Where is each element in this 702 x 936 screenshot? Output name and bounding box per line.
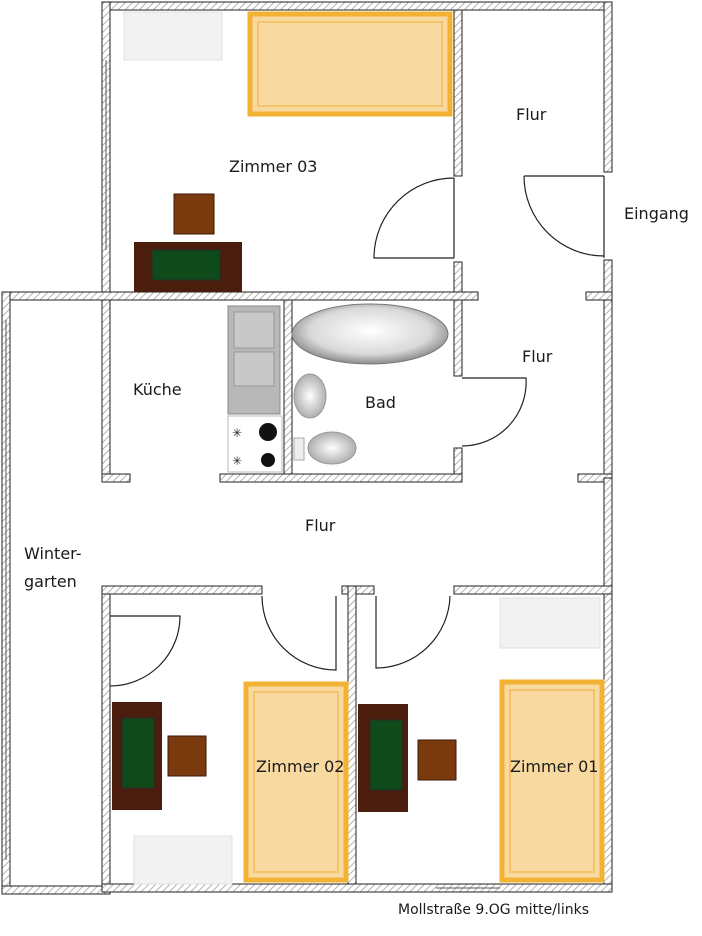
room-label-bad: Bad xyxy=(365,393,396,412)
chair-zimmer02 xyxy=(167,735,207,777)
room-label-zimmer02: Zimmer 02 xyxy=(256,757,344,776)
caption: Mollstraße 9.OG mitte/links xyxy=(398,902,589,918)
chair-zimmer03 xyxy=(173,193,215,235)
room-label-eingang: Eingang xyxy=(624,204,689,223)
room-label-flur-main: Flur xyxy=(305,516,336,535)
room-label-wintergarten-1: Winter- xyxy=(24,544,82,563)
desk-zimmer01 xyxy=(358,704,408,812)
stove-burner xyxy=(259,423,277,441)
door-zimmer02-left xyxy=(109,615,181,687)
cabinet xyxy=(123,11,223,61)
door-zimmer01 xyxy=(375,595,451,669)
washbasin xyxy=(293,373,327,419)
stove-burner xyxy=(261,453,275,467)
svg-text:✳: ✳ xyxy=(232,454,242,468)
doors xyxy=(109,175,605,687)
room-label-wintergarten-2: garten xyxy=(24,572,77,591)
door-zimmer02-right xyxy=(261,595,337,671)
windows xyxy=(5,60,500,889)
door-flur-mid xyxy=(461,377,527,447)
bed-zimmer03 xyxy=(247,11,453,117)
cabinet xyxy=(499,597,601,649)
kitchen-appliances: ✳ ✳ xyxy=(227,305,283,473)
door-zimmer03 xyxy=(373,177,455,259)
room-label-zimmer01: Zimmer 01 xyxy=(510,757,598,776)
toilet xyxy=(307,431,357,465)
svg-text:✳: ✳ xyxy=(232,426,242,440)
room-label-flur-mid: Flur xyxy=(522,347,553,366)
room-label-kueche: Küche xyxy=(133,380,182,399)
bathtub xyxy=(291,303,449,365)
room-label-zimmer03: Zimmer 03 xyxy=(229,157,317,176)
room-label-flur-top: Flur xyxy=(516,105,547,124)
bed-zimmer01 xyxy=(499,679,605,883)
desk-zimmer03 xyxy=(134,242,242,292)
door-eingang xyxy=(523,175,605,257)
bed-zimmer02 xyxy=(243,681,349,883)
cabinet xyxy=(133,835,233,885)
chair-zimmer01 xyxy=(417,739,457,781)
desk-zimmer02 xyxy=(112,702,162,810)
